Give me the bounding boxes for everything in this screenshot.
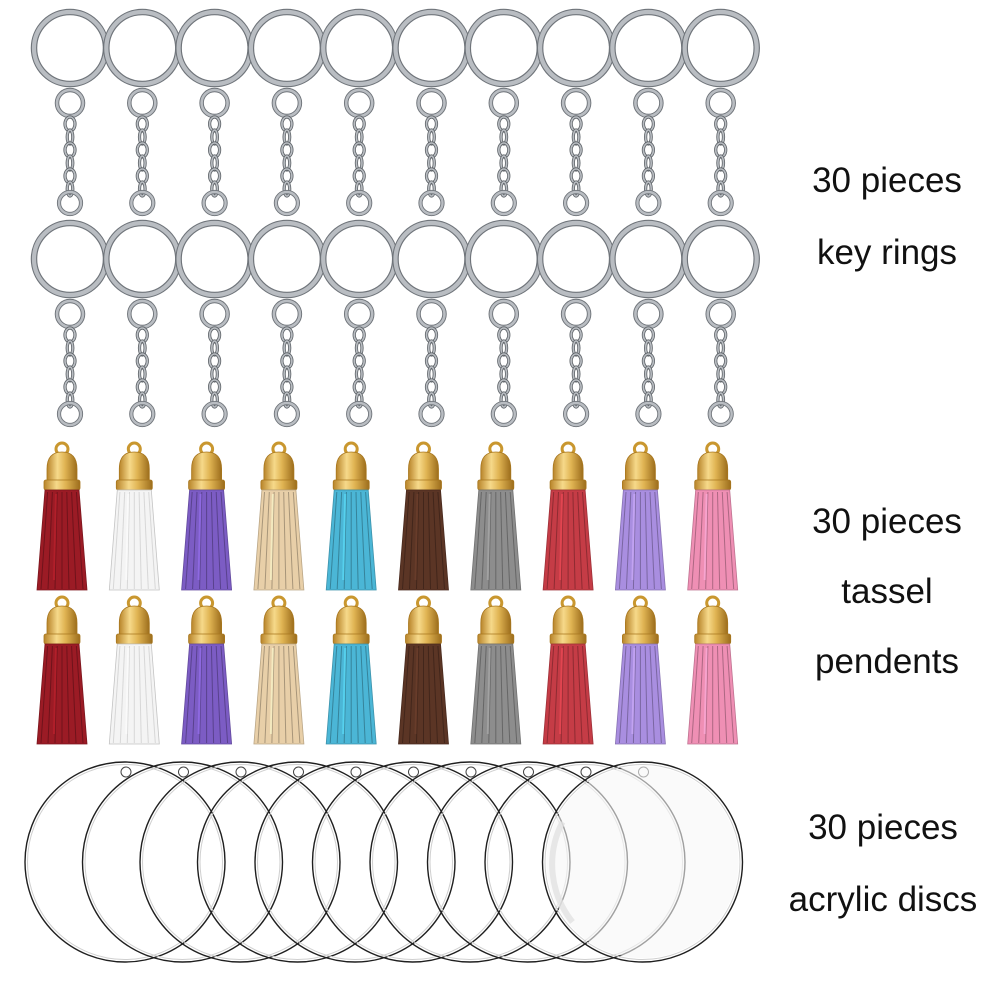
acrylic-disc: [81, 761, 284, 963]
key-ring: [103, 219, 182, 428]
key-rings-label: key rings: [816, 233, 958, 272]
tassels-label-line2: pendents: [814, 642, 960, 681]
key-ring: [175, 219, 254, 428]
key-ring: [247, 8, 327, 217]
tassel-pendant: [470, 441, 522, 591]
tassels-caption: 30 pieces tassel pendents: [767, 504, 1002, 714]
tassel-pendant: [108, 441, 160, 591]
tassel-pendant: [398, 595, 449, 745]
tassels-label-line1: tassel: [841, 572, 933, 611]
acrylic-discs-group: [24, 761, 744, 963]
tassel-pendant: [542, 441, 594, 591]
acrylic-disc: [254, 761, 456, 963]
key-ring: [30, 219, 110, 428]
key-ring: [536, 219, 616, 428]
key-ring: [681, 219, 760, 428]
tassel-pendant: [253, 441, 305, 591]
tassels-group: [36, 441, 739, 745]
tassel-pendant: [108, 595, 160, 745]
tassel-pendant: [36, 595, 88, 745]
key-ring: [30, 8, 110, 217]
acrylic-disc: [139, 761, 341, 963]
key-ring: [609, 219, 688, 428]
key-rings-group: [30, 8, 760, 428]
discs-caption: 30 pieces acrylic discs: [763, 810, 1002, 954]
key-rings-count: 30 pieces: [812, 161, 962, 200]
key-ring: [175, 8, 254, 217]
key-ring: [392, 219, 471, 428]
tassel-pendant: [398, 441, 449, 591]
key-ring: [536, 8, 616, 217]
acrylic-disc: [311, 761, 514, 963]
key-ring: [392, 8, 471, 217]
key-rings-caption: 30 pieces key rings: [767, 163, 1002, 307]
discs-count: 30 pieces: [808, 808, 958, 847]
tassel-pendant: [614, 595, 666, 745]
key-ring: [319, 8, 399, 217]
key-ring: [464, 8, 544, 217]
key-ring: [681, 8, 760, 217]
tassels-count: 30 pieces: [812, 502, 962, 541]
tassel-pendant: [470, 595, 522, 745]
key-ring: [319, 219, 399, 428]
acrylic-disc: [196, 761, 399, 963]
tassel-pendant: [181, 595, 233, 745]
acrylic-disc: [541, 761, 744, 963]
tassel-pendant: [253, 595, 305, 745]
acrylic-disc: [24, 761, 226, 963]
key-ring: [464, 219, 544, 428]
tassel-pendant: [542, 595, 594, 745]
key-ring: [247, 219, 327, 428]
key-ring: [103, 8, 182, 217]
tassel-pendant: [687, 441, 739, 591]
tassel-pendant: [325, 441, 377, 591]
key-ring: [609, 8, 688, 217]
tassel-pendant: [614, 441, 666, 591]
discs-label: acrylic discs: [788, 880, 978, 919]
acrylic-disc: [369, 761, 571, 963]
tassel-pendant: [181, 441, 233, 591]
tassel-pendant: [36, 441, 88, 591]
tassel-pendant: [325, 595, 377, 745]
tassel-pendant: [687, 595, 739, 745]
